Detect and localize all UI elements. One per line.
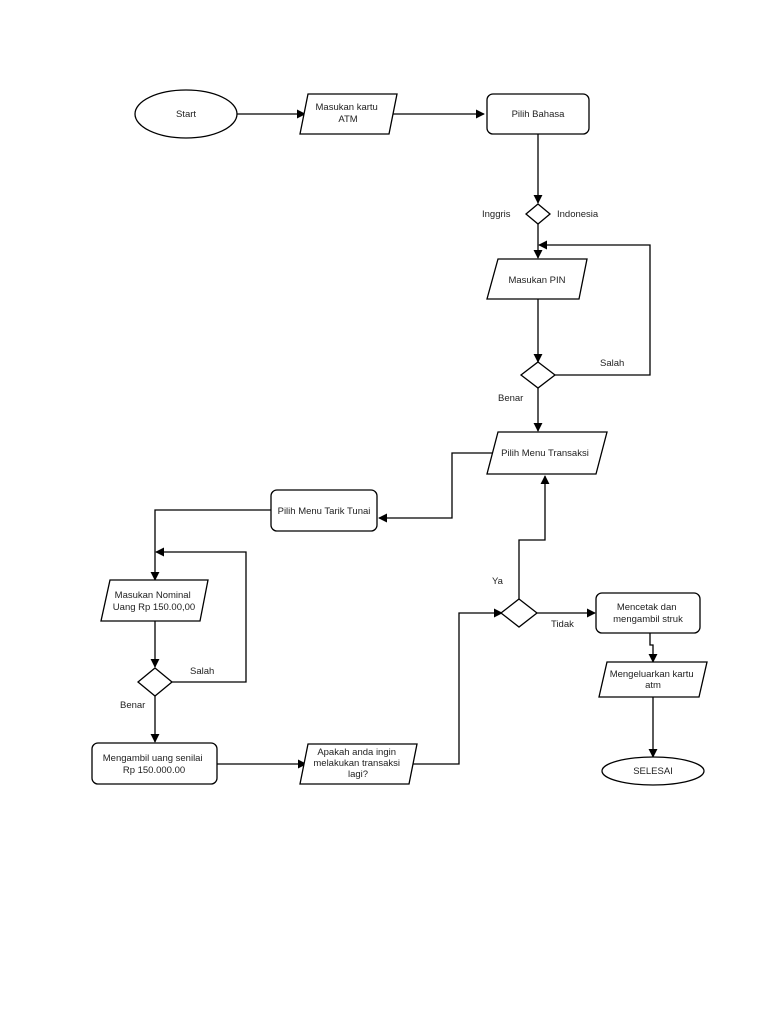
node-print-receipt-line-1: Mencetak dan [617, 602, 677, 613]
edge-transaction-to-withdrawal [378, 452, 495, 523]
node-enter-pin: Masukan PIN [486, 258, 588, 300]
node-choose-language-text: Pilih Bahasa [512, 109, 566, 120]
node-ask-again: Apakah anda ingin melakukan transaksi la… [299, 743, 418, 785]
label-pin-wrong: Salah [600, 358, 624, 369]
node-print-receipt: Mencetak dan mengambil struk [595, 592, 701, 634]
svg-text:Masukan kartu ATM: Masukan kartu ATM [316, 102, 381, 125]
node-cash-withdrawal-text: Pilih Menu Tarik Tunai [278, 506, 371, 517]
edge-amount-wrong-loop [155, 547, 247, 683]
node-start-text: Start [176, 109, 196, 120]
svg-text:Mengeluarkan kartu atm: Mengeluarkan kartu atm [610, 669, 697, 691]
label-amount-correct: Benar [120, 700, 145, 711]
node-ask-again-line-1: Apakah anda ingin [317, 747, 396, 758]
label-english: Inggris [482, 209, 511, 220]
node-eject-card-line-2: atm [645, 680, 661, 691]
svg-text:Mengambil uang senilai R: Mengambil uang senilai Rp 150.000.00 [103, 753, 205, 776]
node-enter-amount-line-2: Uang Rp 150.00,00 [113, 602, 195, 613]
svg-text:Mencetak dan mengambil s: Mencetak dan mengambil struk [613, 602, 683, 625]
node-finish: SELESAI [601, 756, 705, 786]
node-take-money: Mengambil uang senilai Rp 150.000.00 [91, 742, 218, 785]
svg-text:Start: Start [176, 109, 196, 120]
edge-withdrawal-to-amount [150, 509, 271, 581]
svg-text:Pilih Menu Tarik Tunai: Pilih Menu Tarik Tunai [278, 506, 371, 517]
node-start: Start [134, 89, 238, 139]
decision-amount [136, 667, 174, 697]
svg-text:Apakah anda ingin melaku: Apakah anda ingin melakukan transaksi la… [313, 747, 402, 780]
edge-labels: Inggris Indonesia Salah Benar Salah Bena… [120, 209, 624, 711]
node-choose-transaction: Pilih Menu Transaksi [486, 431, 608, 475]
node-finish-text: SELESAI [633, 766, 673, 777]
svg-text:Masukan Nominal Uang Rp: Masukan Nominal Uang Rp 150.00,00 [113, 590, 195, 613]
svg-text:Pilih Bahasa: Pilih Bahasa [512, 109, 566, 120]
node-choose-language: Pilih Bahasa [486, 93, 590, 135]
label-amount-wrong: Salah [190, 666, 214, 677]
svg-text:Masukan PIN: Masukan PIN [508, 275, 565, 286]
node-print-receipt-line-2: mengambil struk [613, 614, 683, 625]
svg-text:Pilih Menu Transaksi: Pilih Menu Transaksi [501, 448, 589, 459]
node-cash-withdrawal: Pilih Menu Tarik Tunai [270, 489, 378, 532]
edge-ask-again-to-decision [413, 608, 503, 765]
decision-pin [519, 361, 557, 389]
node-enter-pin-text: Masukan PIN [508, 275, 565, 286]
node-insert-card-line-1: Masukan kartu [316, 102, 378, 113]
node-insert-card: Masukan kartu ATM [299, 93, 398, 135]
svg-text:SELESAI: SELESAI [633, 766, 673, 777]
node-insert-card-line-2: ATM [338, 114, 357, 125]
edge-receipt-to-eject-card [648, 633, 658, 663]
node-take-money-line-1: Mengambil uang senilai [103, 753, 203, 764]
node-enter-amount: Masukan Nominal Uang Rp 150.00,00 [100, 579, 209, 622]
edge-yes-to-transaction [518, 475, 550, 599]
node-take-money-line-2: Rp 150.000.00 [123, 765, 185, 776]
node-choose-transaction-text: Pilih Menu Transaksi [501, 448, 589, 459]
edges [150, 109, 658, 769]
label-yes: Ya [492, 576, 504, 587]
edge-pin-wrong-loop [538, 240, 651, 376]
decision-transaction-again [499, 598, 539, 628]
label-no: Tidak [551, 619, 574, 630]
node-eject-card: Mengeluarkan kartu atm [598, 661, 708, 698]
decision-language [524, 203, 552, 225]
label-indonesia: Indonesia [557, 209, 599, 220]
label-pin-correct: Benar [498, 393, 523, 404]
node-ask-again-line-2: melakukan transaksi [313, 758, 400, 769]
node-enter-amount-line-1: Masukan Nominal [115, 590, 191, 601]
node-eject-card-line-1: Mengeluarkan kartu [610, 669, 694, 680]
node-ask-again-line-3: lagi? [348, 769, 368, 780]
